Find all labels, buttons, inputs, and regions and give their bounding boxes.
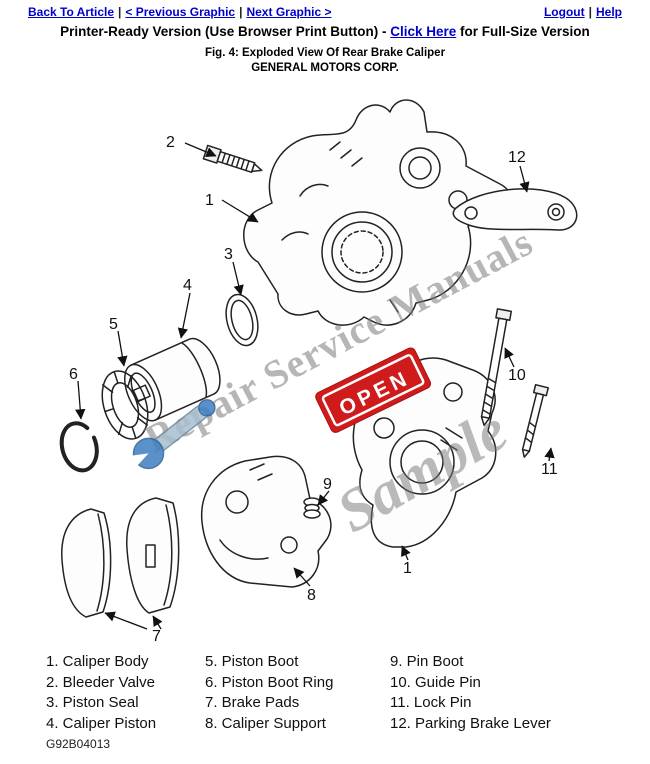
help-link[interactable]: Help bbox=[595, 5, 622, 19]
callout-10: 10 bbox=[508, 367, 526, 384]
figure-caption: Fig. 4: Exploded View Of Rear Brake Cali… bbox=[204, 47, 446, 59]
legend-item-6: 6. Piston Boot Ring bbox=[205, 673, 334, 691]
caliper-body-part bbox=[243, 99, 512, 326]
graphic-code: G92B04013 bbox=[46, 737, 111, 751]
legend-column-3: 9. Pin Boot 10. Guide Pin 11. Lock Pin 1… bbox=[390, 652, 551, 734]
logout-link[interactable]: Logout bbox=[543, 5, 585, 19]
top-nav-left: Back To Article|< Previous Graphic|Next … bbox=[28, 5, 332, 19]
company-name: GENERAL MOTORS CORP. bbox=[251, 62, 399, 74]
callout-leaders bbox=[75, 142, 555, 630]
nav-separator: | bbox=[588, 5, 592, 19]
callout-9: 9 bbox=[323, 476, 332, 493]
parts-legend: 1. Caliper Body 2. Bleeder Valve 3. Pist… bbox=[46, 652, 551, 734]
printer-ready-prefix: Printer-Ready Version (Use Browser Print… bbox=[60, 24, 391, 39]
callout-12: 12 bbox=[508, 149, 526, 166]
callout-4: 4 bbox=[183, 277, 192, 294]
callout-7: 7 bbox=[152, 628, 161, 645]
piston-boot-ring-part bbox=[59, 421, 99, 473]
caliper-support-part bbox=[200, 455, 332, 588]
legend-column-1: 1. Caliper Body 2. Bleeder Valve 3. Pist… bbox=[46, 652, 205, 734]
next-graphic-link[interactable]: Next Graphic > bbox=[246, 5, 332, 19]
previous-graphic-link[interactable]: < Previous Graphic bbox=[125, 5, 236, 19]
legend-item-7: 7. Brake Pads bbox=[205, 694, 300, 711]
nav-separator: | bbox=[239, 5, 243, 19]
legend-item-8: 8. Caliper Support bbox=[205, 714, 326, 732]
legend-item-9: 9. Pin Boot bbox=[390, 653, 464, 670]
printer-ready-suffix: for Full-Size Version bbox=[456, 24, 590, 39]
callout-8: 8 bbox=[307, 587, 316, 604]
callout-numbers: 2 1 12 3 4 5 6 10 11 9 8 7 1 bbox=[69, 134, 558, 645]
legend-item-12: 12. Parking Brake Lever bbox=[390, 714, 551, 732]
legend-item-2: 2. Bleeder Valve bbox=[46, 673, 155, 691]
legend-item-10: 10. Guide Pin bbox=[390, 673, 481, 691]
legend-item-3: 3. Piston Seal bbox=[46, 694, 139, 711]
legend-item-11: 11. Lock Pin bbox=[390, 694, 472, 711]
legend-column-2: 5. Piston Boot 6. Piston Boot Ring 7. Br… bbox=[205, 652, 390, 734]
callout-2: 2 bbox=[166, 134, 175, 151]
legend-item-1: 1. Caliper Body bbox=[46, 653, 149, 670]
legend-item-5: 5. Piston Boot bbox=[205, 653, 299, 670]
bleeder-valve-part bbox=[202, 144, 263, 174]
brake-pads-part bbox=[61, 497, 180, 618]
pin-boot-part bbox=[303, 497, 321, 519]
piston-boot-part bbox=[101, 370, 149, 440]
callout-1: 1 bbox=[205, 192, 214, 209]
callout-6: 6 bbox=[69, 366, 78, 383]
piston-seal-part bbox=[225, 293, 259, 347]
top-nav: Back To Article|< Previous Graphic|Next … bbox=[28, 5, 622, 19]
back-to-article-link[interactable]: Back To Article bbox=[28, 5, 115, 19]
wrench-icon bbox=[123, 399, 216, 472]
nav-separator: | bbox=[118, 5, 122, 19]
parking-brake-lever-part bbox=[452, 188, 578, 231]
printer-ready-line: Printer-Ready Version (Use Browser Print… bbox=[0, 24, 650, 39]
callout-1-support: 1 bbox=[403, 560, 412, 577]
guide-pin-part bbox=[480, 308, 513, 427]
legend-item-4: 4. Caliper Piston bbox=[46, 714, 157, 732]
callout-5: 5 bbox=[109, 316, 118, 333]
callout-3: 3 bbox=[224, 246, 233, 263]
callout-11: 11 bbox=[541, 461, 558, 478]
lock-pin-part bbox=[521, 383, 549, 458]
top-nav-right: Logout|Help bbox=[544, 5, 622, 19]
open-badge: OPEN bbox=[315, 347, 432, 433]
click-here-link[interactable]: Click Here bbox=[390, 24, 457, 39]
